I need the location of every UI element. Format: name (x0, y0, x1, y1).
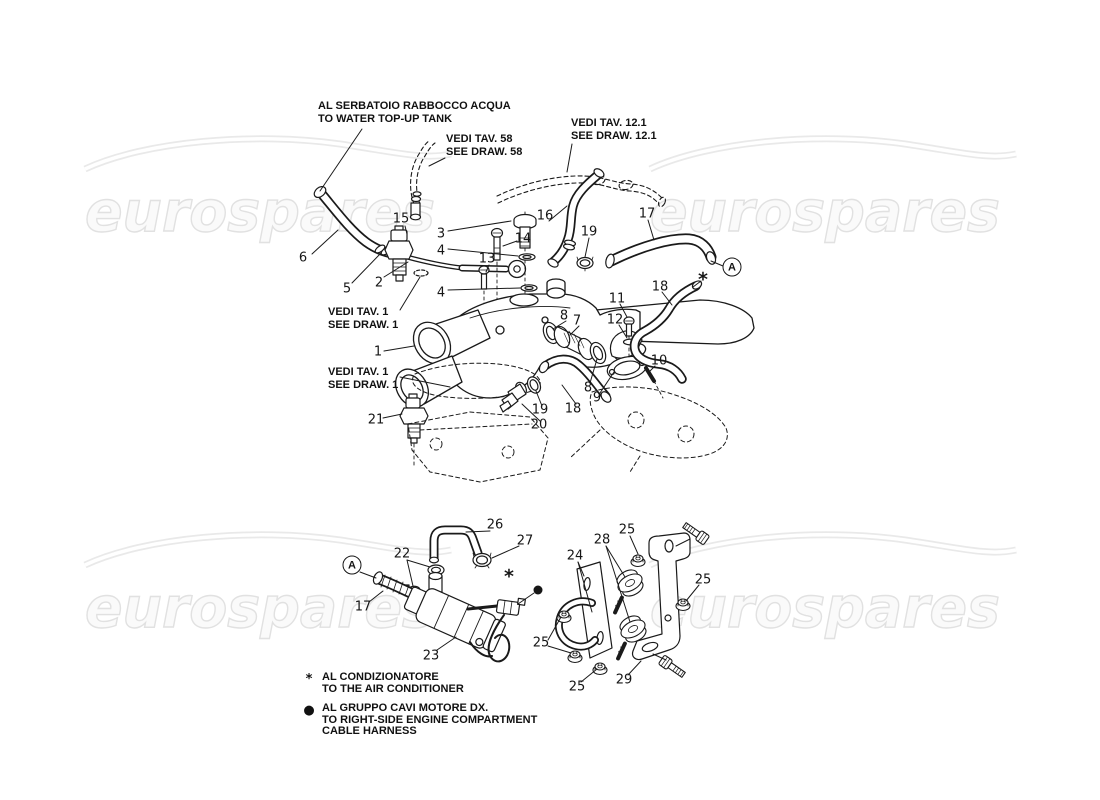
part-number-16: 16 (536, 208, 554, 224)
washer-4-upper (518, 253, 536, 261)
part-number-19: 19 (531, 402, 549, 418)
part-number-19: 19 (580, 224, 598, 240)
ring-19-lower (526, 376, 542, 394)
part-number-11: 11 (608, 291, 626, 307)
part-number-18: 18 (564, 401, 582, 417)
hose-18-lower (538, 359, 612, 403)
watermark-text: eurospares (85, 576, 435, 641)
bracket-29 (631, 532, 691, 661)
part-number-8: 8 (559, 308, 569, 324)
watermark-top-right: eurospares (650, 139, 1016, 246)
leader-lines (311, 128, 724, 683)
part-number-5: 5 (342, 281, 352, 297)
circled-letter-A: A (342, 555, 362, 575)
asterisk-marker: * (698, 268, 708, 291)
part-number-25: 25 (568, 679, 586, 695)
bracket-plate-24 (576, 561, 613, 659)
watermark-text: eurospares (650, 180, 1000, 245)
watermark-text: eurospares (650, 576, 1000, 641)
part-number-1: 1 (373, 344, 383, 360)
circled-letter-A: A (722, 257, 742, 277)
part-number-10: 10 (650, 353, 668, 369)
part-number-18: 18 (651, 279, 669, 295)
watermark-top-left: eurospares (85, 139, 451, 246)
bolt-14 (490, 227, 504, 333)
part-number-25: 25 (532, 635, 550, 651)
part-number-25: 25 (694, 572, 712, 588)
part-number-21: 21 (367, 412, 385, 428)
asterisk-marker: * (504, 565, 514, 588)
part-number-17: 17 (638, 206, 656, 222)
part-number-4: 4 (436, 285, 446, 301)
part-number-8: 8 (583, 380, 593, 396)
hose-16 (547, 168, 605, 268)
part-number-22: 22 (393, 546, 411, 562)
watermark-bottom-left: eurospares (85, 535, 451, 642)
legend-marker: * (305, 672, 313, 687)
legend-marker: ● (303, 703, 315, 718)
part-number-26: 26 (486, 517, 504, 533)
part-number-17: 17 (354, 599, 372, 615)
engine-outline-dashed (569, 386, 728, 473)
hose-6 (313, 185, 396, 254)
union-20 (499, 381, 528, 413)
aux-water-pump-23 (403, 586, 526, 663)
part-number-4: 4 (436, 243, 446, 259)
bolt-11 (623, 316, 635, 361)
part-number-27: 27 (516, 533, 534, 549)
part-number-20: 20 (530, 417, 548, 433)
part-number-2: 2 (374, 275, 384, 291)
part-number-15: 15 (392, 211, 410, 227)
pump-inlet-stub (428, 571, 443, 593)
legend-text: AL GRUPPO CAVI MOTORE DX.TO RIGHT-SIDE E… (322, 702, 538, 737)
ring-19-upper (576, 256, 594, 272)
hose-26 (428, 530, 479, 563)
washer-4-lower (520, 284, 538, 292)
watermark-text: eurospares (85, 180, 435, 245)
part-number-28: 28 (593, 532, 611, 548)
hose-17-upper (605, 239, 718, 269)
part-number-7: 7 (572, 313, 582, 329)
watermark-bottom-right: eurospares (650, 535, 1016, 642)
ring-8-right (589, 341, 607, 365)
sleeve-7 (553, 325, 595, 361)
sensor-21 (399, 393, 429, 469)
part-number-3: 3 (436, 226, 446, 242)
engine-bracket-dashed-left (407, 411, 549, 483)
dot-marker (533, 585, 543, 595)
stud-10 (644, 366, 664, 399)
dashed-hose-to-tank (410, 140, 436, 205)
part-number-12: 12 (606, 312, 624, 328)
part-number-29: 29 (615, 672, 633, 688)
pipe-2 (393, 251, 527, 279)
hose-17-lower (372, 571, 413, 596)
part-number-9: 9 (592, 390, 602, 406)
tank-hose-fitting (409, 191, 422, 221)
legend-item: ● AL GRUPPO CAVI MOTORE DX.TO RIGHT-SIDE … (303, 702, 538, 738)
part-number-23: 23 (422, 648, 440, 664)
part-number-24: 24 (566, 548, 584, 564)
ring-nut-27 (472, 552, 492, 569)
hose-18-upper (634, 280, 703, 379)
part-number-25: 25 (618, 522, 636, 538)
part-number-6: 6 (298, 250, 308, 266)
temperature-sensor-15 (384, 225, 429, 282)
part-number-13: 13 (478, 251, 496, 267)
part-number-14: 14 (514, 231, 532, 247)
